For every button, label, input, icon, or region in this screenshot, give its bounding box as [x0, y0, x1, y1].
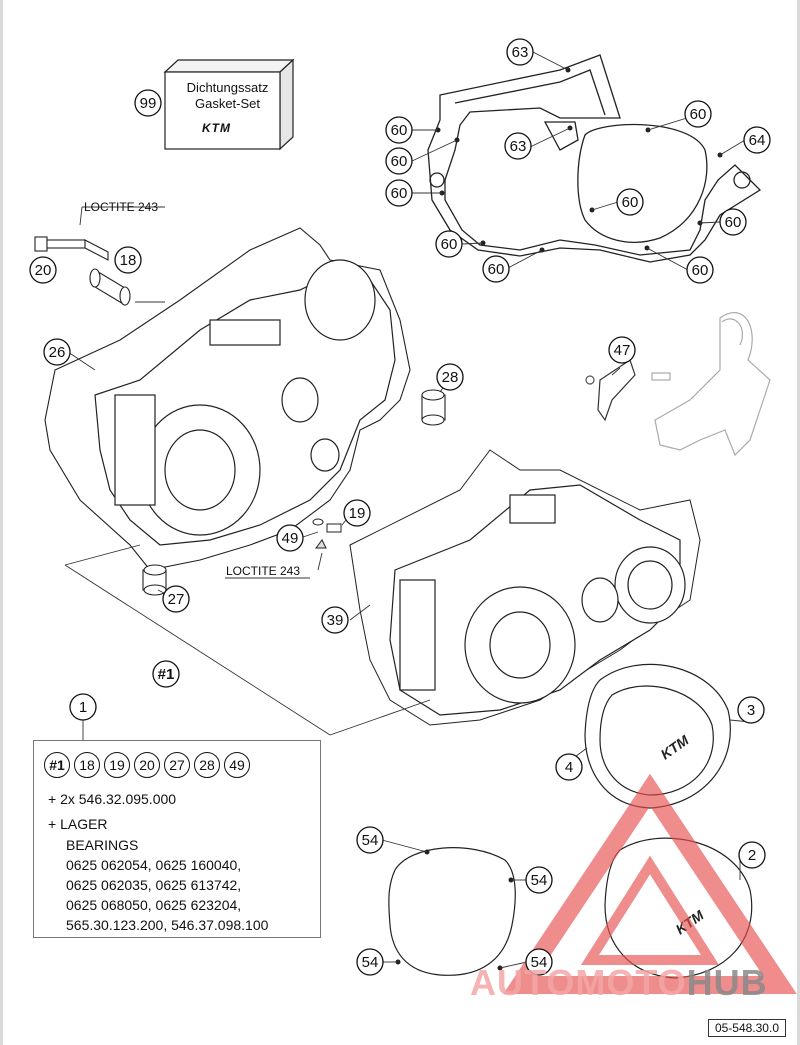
ktm-logo: KTM [202, 121, 231, 135]
set-contents-refs: #1 18 19 20 27 28 49 [44, 752, 250, 778]
callout-27: 27 [168, 591, 185, 608]
set-bearings-heading-en: BEARINGS [66, 837, 139, 853]
set-bearings-line-3: 0625 068050, 0625 623204, [66, 897, 242, 913]
gasket-kit-label-en: Gasket-Set [194, 96, 261, 111]
callout-63-inner: 63 [510, 138, 527, 155]
set-bearings-line-1: 0625 062054, 0625 160040, [66, 857, 242, 873]
callout-20: 20 [35, 262, 52, 279]
callout-60-top-right: 60 [690, 106, 707, 123]
set-ref-20: 20 [134, 752, 160, 778]
left-crankcase-drawing [44, 227, 411, 571]
set-ref-28: 28 [194, 752, 220, 778]
spacer-18 [89, 268, 131, 306]
callout-99: 99 [140, 95, 157, 112]
page-border-left [0, 0, 3, 1045]
sleeve-28 [421, 389, 446, 426]
callout-39: 39 [327, 612, 344, 629]
callout-60-left-a: 60 [391, 122, 408, 139]
sleeve-27 [142, 564, 167, 596]
set-ref-19: 19 [104, 752, 130, 778]
gasket-kit-label-de: Dichtungssatz [186, 80, 269, 95]
callout-54-bottom-left: 54 [362, 954, 379, 971]
gasket-leaders [411, 51, 746, 271]
callout-18: 18 [120, 252, 137, 269]
watermark-logo [503, 773, 797, 994]
callout-2: 2 [748, 847, 756, 864]
set-ref-18: 18 [74, 752, 100, 778]
callout-19: 19 [349, 505, 366, 522]
base-gasket [427, 54, 762, 263]
set-bearings-line-2: 0625 062035, 0625 613742, [66, 877, 242, 893]
set-ref-1: #1 [44, 752, 70, 778]
ignition-cover-3: KTM [584, 663, 731, 809]
callout-60-left-c: 60 [391, 185, 408, 202]
page-border-right [797, 0, 800, 1045]
right-crankcase-drawing [349, 449, 701, 726]
callout-49: 49 [282, 530, 299, 547]
clutch-gasket-dots [395, 849, 514, 971]
bolt-19-washer-49 [312, 518, 342, 549]
callout-63-top: 63 [512, 44, 529, 61]
callout-60-right: 60 [725, 214, 742, 231]
callout-3: 3 [747, 702, 755, 719]
callout-numbers: 63 60 60 60 60 64 63 60 60 60 60 60 99 2… [35, 44, 766, 971]
watermark-text-part2: HUB [686, 962, 768, 1003]
callout-60-bottom-left: 60 [441, 236, 458, 253]
callout-60-bottom-mid: 60 [488, 261, 505, 278]
callout-54-top: 54 [362, 832, 379, 849]
chain-guide-47 [585, 311, 771, 457]
callout-1: 1 [79, 699, 87, 716]
callout-54-right: 54 [531, 872, 548, 889]
callout-set-1: #1 [158, 666, 175, 683]
gasket-kit-box-drawing [163, 58, 295, 151]
callout-26: 26 [49, 344, 66, 361]
diagram-code: 05-548.30.0 [707, 1019, 786, 1037]
set-ref-49: 49 [224, 752, 250, 778]
watermark-text-part1: AUTOMOTO [470, 962, 687, 1003]
callout-60-left-b: 60 [391, 153, 408, 170]
callout-47: 47 [614, 342, 631, 359]
loctite-note-top: LOCTITE 243 [84, 200, 158, 214]
callout-64: 64 [749, 132, 766, 149]
set-ref-27: 27 [164, 752, 190, 778]
callout-54-bottom-right: 54 [531, 954, 548, 971]
callout-4: 4 [565, 759, 573, 776]
loctite-note-bottom: LOCTITE 243 [226, 564, 300, 578]
watermark-text: AUTOMOTOHUB [470, 962, 768, 1004]
callout-60-center: 60 [622, 194, 639, 211]
set-extra-bolts: + 2x 546.32.095.000 [48, 791, 177, 807]
clutch-gasket-54 [388, 847, 516, 976]
set-bearings-heading-de: + LAGER [48, 816, 108, 832]
bolt-20 [34, 236, 109, 261]
set-bearings-line-4: 565.30.123.200, 546.37.098.100 [66, 917, 269, 933]
callout-28: 28 [442, 369, 459, 386]
callout-60-bottom-right: 60 [692, 262, 709, 279]
gasket-kit-label: Dichtungssatz Gasket-Set [170, 80, 285, 112]
callout-circles [29, 38, 771, 976]
